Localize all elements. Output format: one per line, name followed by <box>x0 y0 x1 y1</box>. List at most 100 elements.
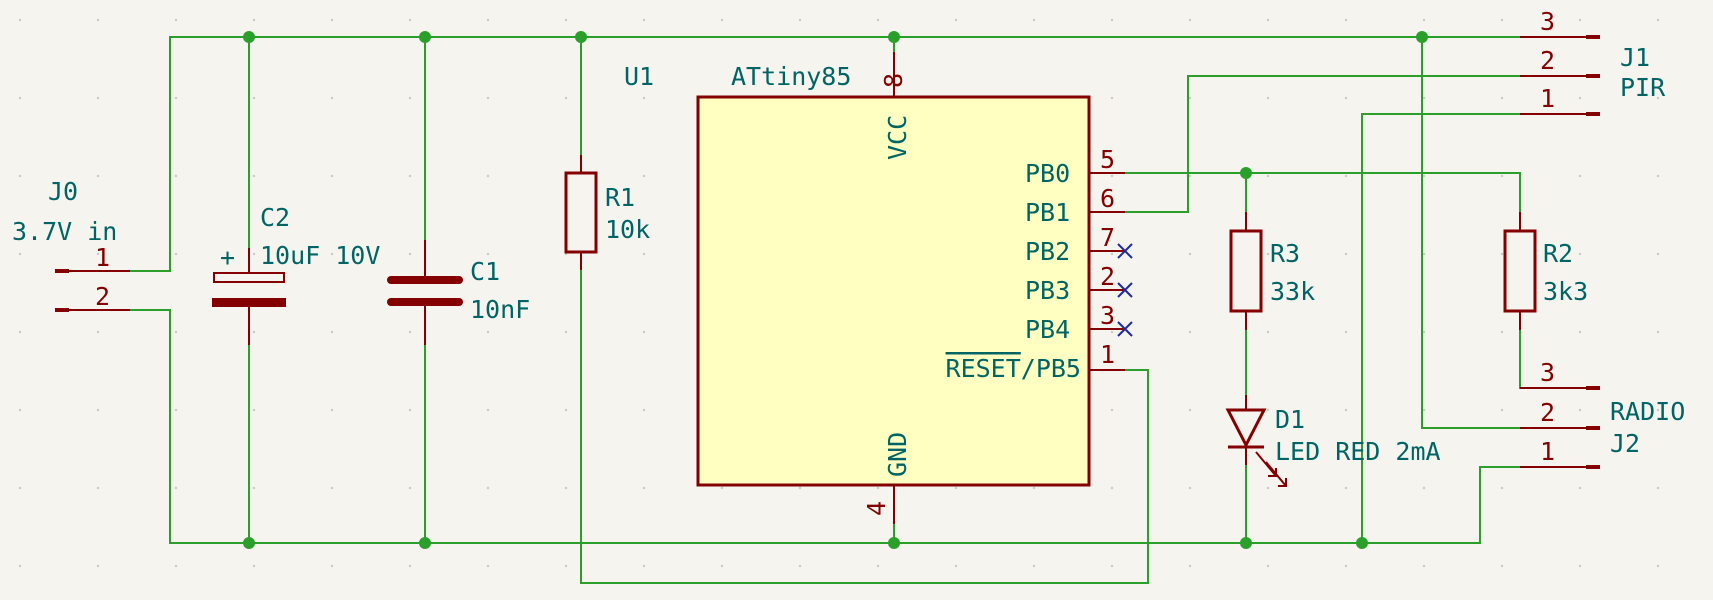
grid-dot <box>564 18 568 22</box>
grid-dot <box>1266 408 1270 412</box>
grid-dot <box>1266 252 1270 256</box>
grid-dot <box>1578 486 1582 490</box>
u1-reset-suffix: /PB5 <box>1021 354 1081 383</box>
junction <box>243 31 255 43</box>
no-connect-x-pb3 <box>1117 282 1133 298</box>
grid-dot <box>1500 408 1504 412</box>
grid-dot <box>96 330 100 334</box>
j2-pin-2-stub <box>1586 426 1600 430</box>
grid-dot <box>954 564 958 568</box>
grid-dot <box>330 252 334 256</box>
r2-body <box>1503 229 1537 313</box>
led-d1[interactable]: D1 LED RED 2mA <box>1225 395 1441 487</box>
capacitor-c1[interactable]: C1 10nF <box>387 240 530 345</box>
grid-dot <box>486 96 490 100</box>
u1-reset-pin-number: 1 <box>1100 340 1115 369</box>
grid-dot <box>1578 18 1582 22</box>
grid-dot <box>1422 564 1426 568</box>
junction <box>888 537 900 549</box>
grid-dot <box>1266 564 1270 568</box>
grid-dot <box>564 486 568 490</box>
grid-dot <box>1578 252 1582 256</box>
grid-dot <box>408 96 412 100</box>
u1-vcc-pin-name: VCC <box>883 115 912 160</box>
grid-dot <box>1188 252 1192 256</box>
u1-pb0-pin-number: 5 <box>1100 145 1115 174</box>
nc-stroke <box>1117 282 1133 298</box>
c2-polarity-mark: + <box>220 243 235 272</box>
grid-dot <box>1188 330 1192 334</box>
connector-j1-pir[interactable]: 3 2 1 J1 PIR <box>1520 7 1666 116</box>
grid-dot <box>252 330 256 334</box>
resistor-r2[interactable]: R2 3k3 <box>1503 212 1588 330</box>
grid-dot <box>1032 18 1036 22</box>
wire-gnd-rail[interactable] <box>119 309 1521 544</box>
r1-reference: R1 <box>605 183 635 212</box>
grid-dot <box>1110 174 1114 178</box>
connector-j0[interactable]: 1 2 J0 3.7V in <box>12 177 130 312</box>
grid-dot <box>252 408 256 412</box>
grid-dot <box>1188 18 1192 22</box>
wire-vcc-to-radio[interactable] <box>1421 36 1521 429</box>
grid-dot <box>408 408 412 412</box>
r3-reference: R3 <box>1270 239 1300 268</box>
grid-dot <box>1656 96 1660 100</box>
wire-reset-loop[interactable] <box>580 269 1149 584</box>
u1-pb4-pin-name: PB4 <box>1025 315 1070 344</box>
wire-r2-to-radio[interactable] <box>1519 329 1531 389</box>
grid-dot <box>18 252 22 256</box>
u1-pb1-pin-number: 6 <box>1100 184 1115 213</box>
junction <box>1240 537 1252 549</box>
connector-j2-radio[interactable]: 3 2 1 RADIO J2 <box>1520 358 1685 469</box>
j0-pin-2-number: 2 <box>95 282 110 311</box>
c2-negative-plate <box>212 298 286 307</box>
u1-value: ATtiny85 <box>731 62 851 91</box>
grid-dot <box>1032 486 1036 490</box>
grid-dot <box>330 174 334 178</box>
grid-dot <box>1500 252 1504 256</box>
grid-dot <box>1500 486 1504 490</box>
capacitor-c2[interactable]: + C2 10uF 10V <box>212 203 380 345</box>
grid-dot <box>1500 330 1504 334</box>
junction <box>419 31 431 43</box>
grid-dot <box>876 486 880 490</box>
grid-dot <box>486 330 490 334</box>
grid-dot <box>174 18 178 22</box>
wire-pir-gnd[interactable] <box>1361 113 1521 544</box>
grid-dot <box>96 96 100 100</box>
grid-dot <box>18 564 22 568</box>
grid-dot <box>876 18 880 22</box>
grid-dot <box>1656 252 1660 256</box>
u1-reference: U1 <box>624 62 654 91</box>
j2-reference: J2 <box>1610 429 1640 458</box>
j1-value: PIR <box>1620 73 1666 102</box>
ic-u1-attiny85[interactable]: U1 ATtiny85 8 VCC 4 GND PB0 5 PB1 6 PB2 … <box>624 52 1125 524</box>
grid-dot <box>18 330 22 334</box>
d1-arrow-head <box>1278 478 1287 487</box>
j1-pin-2-number: 2 <box>1540 46 1555 75</box>
c2-positive-plate <box>213 272 285 283</box>
grid-dot <box>564 564 568 568</box>
j0-reference: J0 <box>48 177 78 206</box>
grid-dot <box>1110 408 1114 412</box>
grid-dot <box>1110 96 1114 100</box>
grid-dot <box>252 486 256 490</box>
resistor-r3[interactable]: R3 33k <box>1229 212 1315 330</box>
wire-vcc-rail[interactable] <box>119 36 1501 272</box>
wire-pb1-to-pir[interactable] <box>1124 75 1521 213</box>
grid-dot <box>174 408 178 412</box>
wire-pb0[interactable] <box>1124 172 1521 213</box>
grid-dot <box>1656 330 1660 334</box>
grid-dot <box>174 330 178 334</box>
resistor-r1[interactable]: R1 10k <box>564 155 650 270</box>
no-connect-x-pb2 <box>1117 243 1133 259</box>
j1-pin-3-number: 3 <box>1540 7 1555 36</box>
u1-reset-overline-text: RESET <box>946 354 1021 383</box>
grid-dot <box>330 18 334 22</box>
no-connect-x-pb4 <box>1117 321 1133 337</box>
u1-gnd-pin-name: GND <box>883 432 912 477</box>
grid-dot <box>954 18 958 22</box>
grid-dot <box>486 18 490 22</box>
j0-value: 3.7V in <box>12 217 117 246</box>
